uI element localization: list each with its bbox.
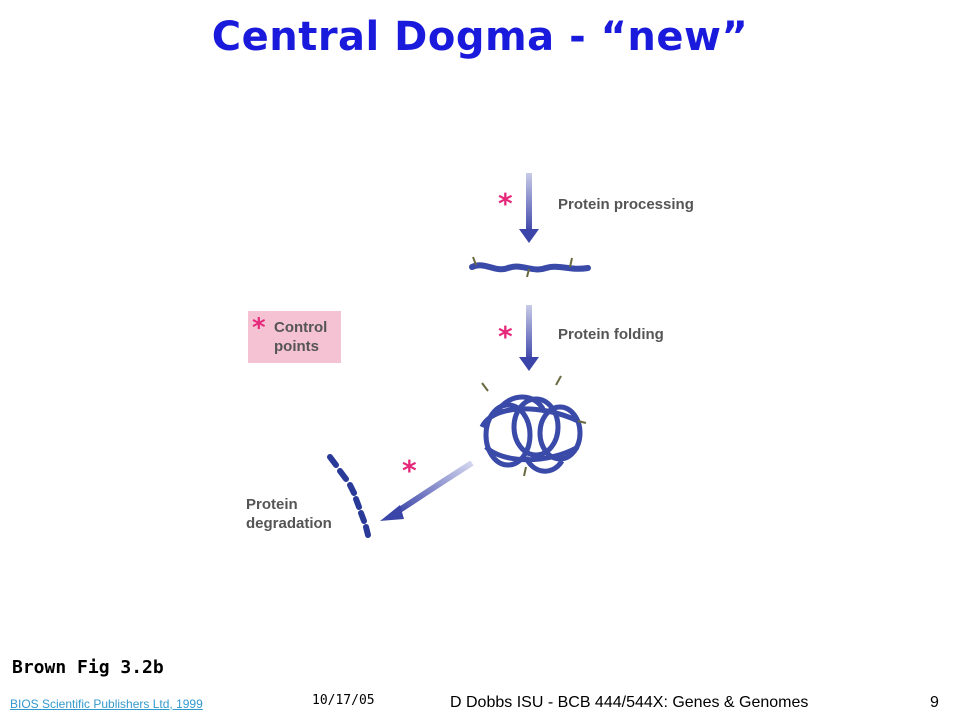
control-point-marker-degradation: *	[402, 454, 417, 487]
step-label-folding: Protein folding	[558, 326, 664, 343]
step-label-degradation: Protein degradation	[246, 496, 332, 532]
legend-label: Control points	[274, 319, 328, 355]
control-point-marker-folding: *	[498, 320, 513, 353]
footer-course: D Dobbs ISU - BCB 444/544X: Genes & Geno…	[450, 694, 809, 711]
processing-arrow	[519, 173, 539, 243]
control-point-marker-processing: *	[498, 187, 513, 220]
folding-arrow	[519, 305, 539, 371]
footer-date: 10/17/05	[312, 693, 375, 708]
legend-marker: *	[252, 313, 266, 343]
protein-diagram: * Protein processing * Protein folding *…	[240, 165, 700, 545]
figure-caption: Brown Fig 3.2b	[12, 657, 164, 678]
unfolded-chain	[469, 256, 591, 278]
slide-title: Central Dogma - “new”	[211, 14, 749, 60]
control-points-legend: * Control points	[248, 311, 341, 363]
degraded-fragments	[327, 454, 371, 538]
page-number: 9	[930, 694, 939, 711]
publisher-link[interactable]: BIOS Scientific Publishers Ltd, 1999	[10, 697, 203, 711]
degradation-arrow	[380, 460, 474, 521]
folded-protein	[479, 375, 587, 477]
step-label-processing: Protein processing	[558, 196, 694, 213]
diagram-svg	[327, 173, 591, 538]
